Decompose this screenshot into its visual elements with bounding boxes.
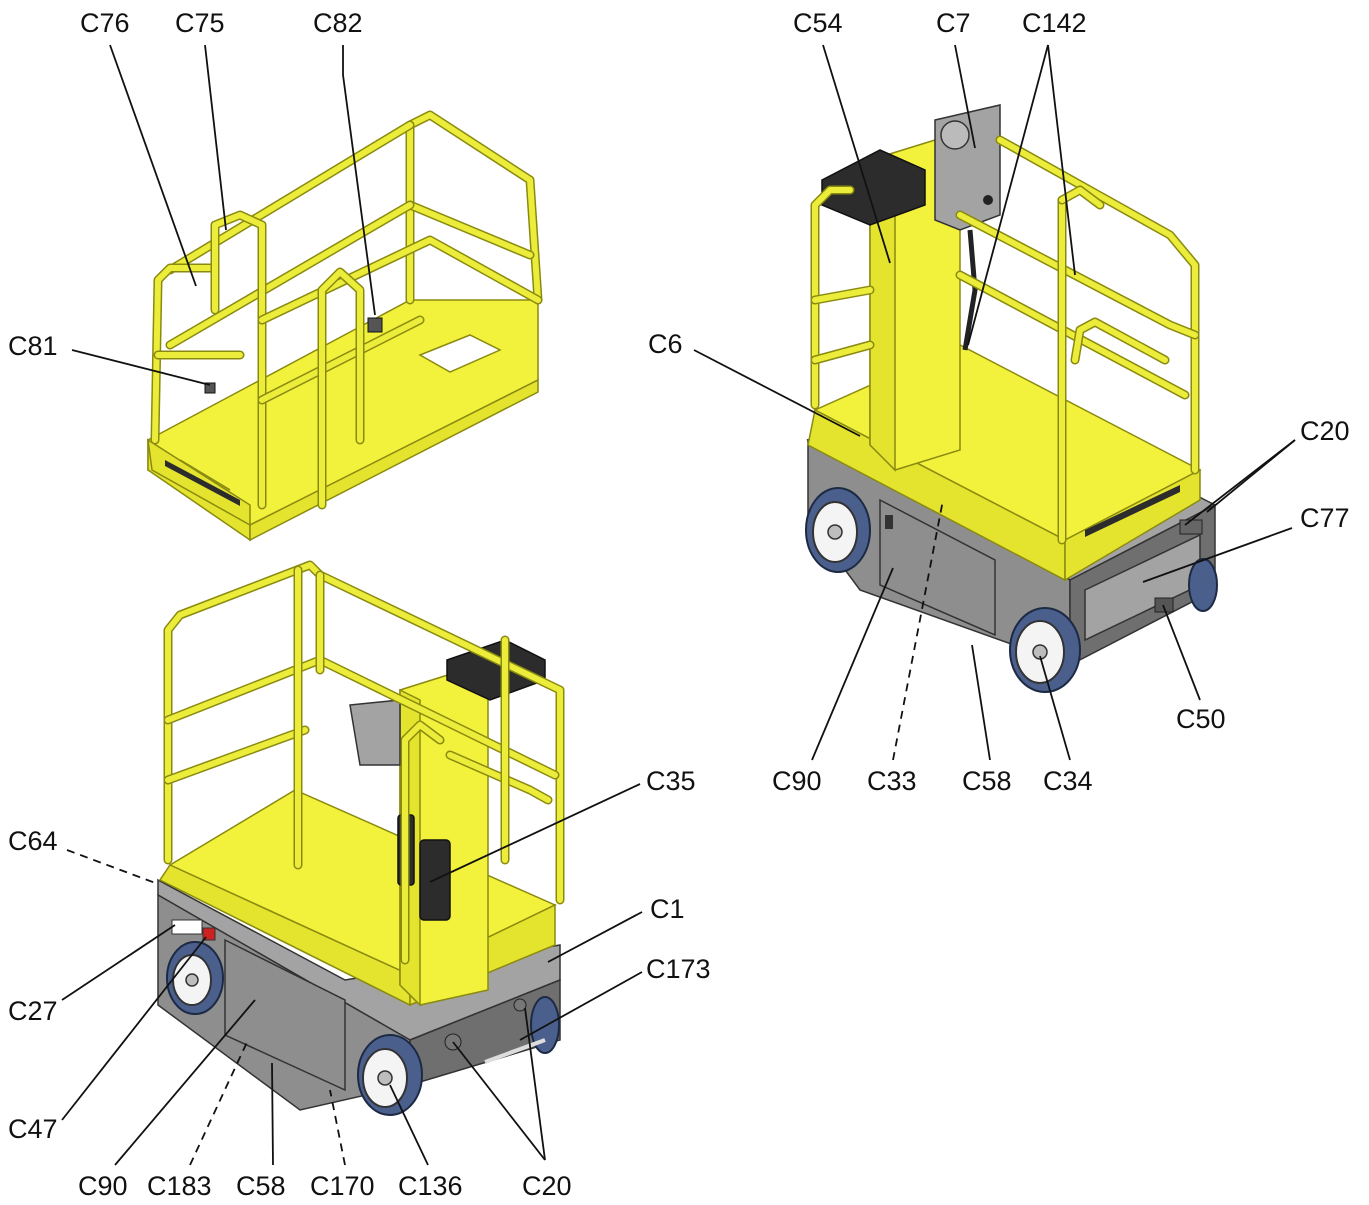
callout-c7: C7 [936,8,971,38]
platform-illustration [147,110,543,542]
leader-c90b [811,567,894,761]
leader-c54 [822,44,891,264]
callout-c76: C76 [80,8,130,38]
leader-c183 [189,1039,249,1166]
callout-c77: C77 [1300,503,1350,533]
leader-c142-2 [1047,44,1076,276]
leader-c58a [271,1062,274,1166]
callout-c1: C1 [650,894,685,924]
leader-c47 [61,936,207,1121]
callout-c81: C81 [8,331,58,361]
callout-c27: C27 [8,996,58,1026]
callout-labels: C76 C75 C82 C81 C35 C64 C1 C173 C27 C47 … [8,8,1350,1201]
leader-c33 [892,499,944,761]
callout-c173: C173 [646,954,711,984]
callout-c170: C170 [310,1171,375,1201]
leader-c136 [389,1084,429,1166]
leader-c7 [954,44,976,149]
leader-c34 [1039,655,1071,761]
callout-c20-rear: C20 [1300,416,1350,446]
leader-c75 [204,44,227,231]
leader-c20a-2 [524,1007,546,1161]
leader-c1 [547,911,643,963]
callout-c47: C47 [8,1114,58,1144]
leader-c50 [1162,604,1201,701]
leader-c77 [1142,527,1293,583]
leader-c82 [342,45,376,316]
leader-c64 [66,849,159,885]
callout-c64: C64 [8,826,58,856]
callout-c33: C33 [867,766,917,796]
leader-c142-1 [967,44,1049,346]
leader-c6 [693,349,861,437]
callout-c35: C35 [646,766,696,796]
callout-c20-front: C20 [522,1171,572,1201]
callout-c6: C6 [648,329,683,359]
callout-c136: C136 [398,1171,463,1201]
callout-c58-rear: C58 [962,766,1012,796]
leader-c170 [329,1089,346,1166]
leader-c173 [519,971,643,1041]
leader-c81 [71,349,211,386]
leader-c27 [61,924,176,1001]
callout-c54: C54 [793,8,843,38]
leader-c20a-1 [452,1041,546,1161]
rear-illustration [805,104,1218,693]
callout-c75: C75 [175,8,225,38]
callout-c142: C142 [1022,8,1087,38]
callout-c50: C50 [1176,704,1226,734]
leader-c58b [971,644,991,761]
callout-c90-front: C90 [78,1171,128,1201]
leader-lines [61,44,1296,1166]
callout-c90-rear: C90 [772,766,822,796]
callout-c183: C183 [147,1171,212,1201]
callout-c34: C34 [1043,766,1093,796]
leader-c90a [114,999,256,1166]
callout-c82: C82 [313,8,363,38]
front-illustration [157,560,565,1116]
leader-c20b-2 [1206,439,1296,513]
callout-c58-front: C58 [236,1171,286,1201]
leader-c35 [429,783,641,883]
leader-c76 [109,44,197,287]
